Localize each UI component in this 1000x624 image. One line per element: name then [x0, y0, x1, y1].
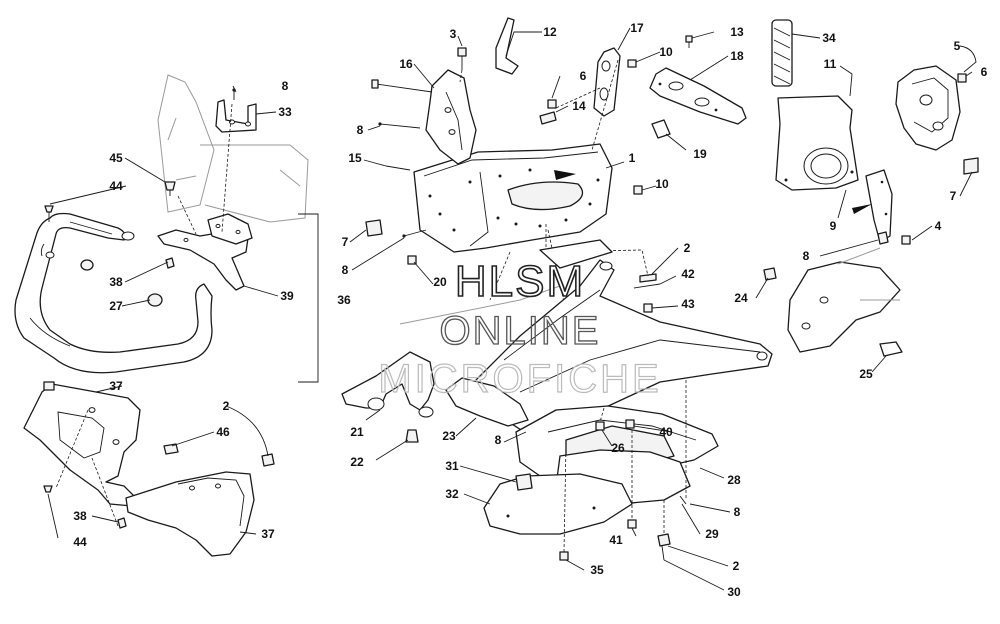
- callout-label: 7: [342, 235, 349, 249]
- upper-plate-16: [371, 69, 477, 165]
- callout-label: 8: [495, 433, 502, 447]
- callout-label: 7: [950, 189, 957, 203]
- plate-18: [649, 67, 747, 125]
- callout-label: 15: [348, 151, 362, 165]
- callout-label: 36: [337, 293, 351, 307]
- bracket-19: [651, 119, 671, 139]
- callout-label: 18: [730, 49, 744, 63]
- watermark: MICROFICHE ONLINE HLSM: [378, 256, 661, 401]
- callout-label: 37: [109, 379, 123, 393]
- callout-label: 17: [630, 21, 644, 35]
- callout-label: 33: [278, 105, 292, 119]
- plate-11: [775, 95, 859, 191]
- callout-label: 6: [580, 69, 587, 83]
- callout-label: 5: [954, 39, 961, 53]
- callout-label: 44: [73, 535, 87, 549]
- callout-label: 32: [445, 487, 459, 501]
- callout-label: 2: [733, 559, 740, 573]
- callout-label: 30: [727, 585, 741, 599]
- steering-arm-21: [341, 351, 435, 443]
- chassis-right: [763, 247, 903, 357]
- callout-label: 10: [655, 177, 669, 191]
- headlight-17: [593, 47, 637, 117]
- callout-label: 28: [727, 473, 741, 487]
- callout-label: 9: [830, 219, 837, 233]
- callout-label: 20: [433, 275, 447, 289]
- callout-label: 22: [350, 455, 364, 469]
- callout-label: 6: [981, 65, 988, 79]
- callout-label: 31: [445, 459, 459, 473]
- ghost-body-outline: [157, 74, 309, 223]
- bracket-23: [445, 377, 529, 427]
- watermark-line-1: HLSM: [455, 257, 585, 306]
- bumper-tube: [14, 212, 213, 374]
- bracket-9: [852, 169, 911, 245]
- hardware-lower: [489, 251, 687, 561]
- callout-label: 35: [590, 563, 604, 577]
- callout-label: 8: [803, 249, 810, 263]
- housing-5: [895, 65, 979, 175]
- callout-label: 8: [734, 505, 741, 519]
- callout-label: 21: [350, 425, 364, 439]
- callout-label: 3: [450, 27, 457, 41]
- bulkhead-1: [413, 143, 613, 253]
- callout-label: 8: [357, 123, 364, 137]
- group-bracket-36: [298, 213, 319, 383]
- callout-label: 25: [859, 367, 873, 381]
- callout-label: 39: [280, 289, 294, 303]
- callout-label: 27: [109, 299, 123, 313]
- panel-12: [495, 17, 519, 75]
- hardware-left: [44, 88, 236, 269]
- bracket-33: [215, 99, 257, 133]
- callout-label: 11: [824, 57, 837, 71]
- callout-label: 23: [442, 429, 456, 443]
- callout-label: 44: [109, 179, 123, 193]
- callout-label: 26: [611, 441, 625, 455]
- bracket-39: [157, 213, 253, 291]
- skid-32: [483, 473, 633, 535]
- callout-label: 45: [109, 151, 123, 165]
- callout-label: 13: [730, 25, 744, 39]
- plug-27: [80, 259, 163, 307]
- callout-label: 8: [282, 79, 289, 93]
- callout-label: 41: [609, 533, 623, 547]
- callout-label: 10: [659, 45, 673, 59]
- callout-label: 12: [543, 25, 557, 39]
- callout-label: 2: [223, 399, 230, 413]
- filter-34: [771, 19, 793, 87]
- callout-label: 4: [935, 219, 942, 233]
- callout-label: 2: [684, 241, 691, 255]
- callout-label: 1: [629, 151, 636, 165]
- callout-label: 19: [693, 147, 707, 161]
- callout-label: 40: [659, 425, 673, 439]
- callout-label: 14: [572, 99, 586, 113]
- leader-lines: [47, 27, 977, 591]
- callout-label: 8: [342, 263, 349, 277]
- watermark-line-3: MICROFICHE: [378, 357, 661, 401]
- callout-label: 43: [681, 297, 695, 311]
- callout-label: 24: [734, 291, 748, 305]
- callout-labels: 8 33 45 44 38 27 39 36 37 2 46 38 44 37 …: [73, 21, 987, 599]
- callout-label: 16: [399, 57, 413, 71]
- skid-plate-37-upper: [23, 381, 141, 507]
- callout-label: 29: [705, 527, 719, 541]
- callout-label: 42: [681, 267, 695, 281]
- callout-label: 34: [822, 31, 836, 45]
- skid-plate-37-lower: [43, 409, 275, 557]
- callout-label: 37: [261, 527, 275, 541]
- callout-label: 46: [216, 425, 230, 439]
- watermark-line-2: ONLINE: [440, 309, 601, 353]
- callout-label: 38: [73, 509, 87, 523]
- callout-label: 38: [109, 275, 123, 289]
